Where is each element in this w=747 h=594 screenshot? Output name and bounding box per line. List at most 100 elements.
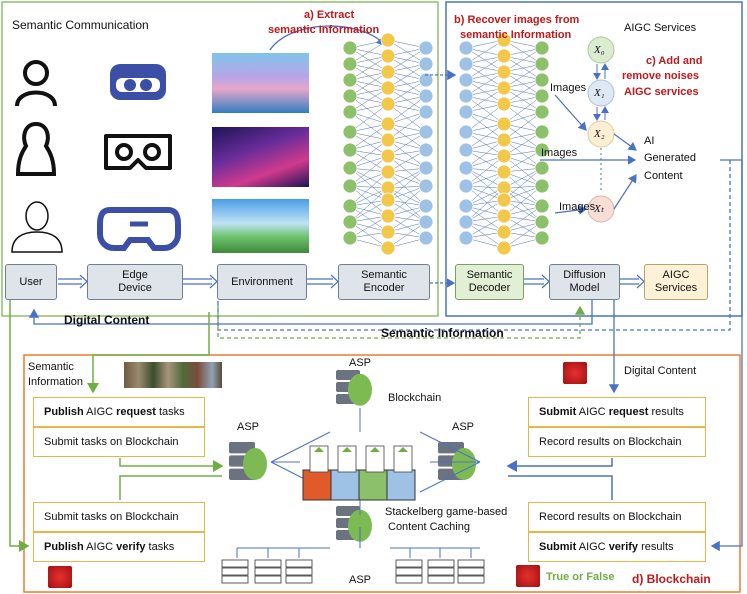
nn-edge (349, 103, 389, 133)
nn-neuron (342, 56, 358, 72)
nn-neuron (342, 124, 358, 140)
nn-edge (503, 47, 543, 73)
vr-headset-icon (110, 64, 166, 100)
user-icon (15, 60, 57, 107)
digital-content-right-label: Digital Content (624, 365, 697, 377)
nn-edge (503, 167, 543, 201)
mini-server-icon (285, 559, 313, 568)
recover-label-2: semantic Information (460, 29, 572, 41)
nn-neuron (342, 178, 358, 194)
nn-edge (465, 71, 505, 97)
nn-neuron (496, 32, 512, 48)
asp-label-bottom: ASP (349, 574, 372, 586)
mini-server-icon (427, 567, 455, 576)
extract-label-2: semantic Information (268, 24, 380, 36)
nn-edge (503, 205, 543, 233)
nn-neuron (458, 88, 474, 104)
nn-edge (349, 131, 389, 157)
nn-neuron (380, 208, 396, 224)
semantic-information-label: Semantic Information (381, 326, 504, 340)
nn-neuron (380, 96, 396, 112)
blockchain-label: Blockchain (388, 392, 442, 404)
nn-edge (465, 167, 505, 201)
nn-edge (465, 103, 505, 133)
nn-edge (503, 79, 543, 105)
mini-server-icon (427, 575, 455, 584)
nn-edge (387, 187, 427, 223)
recover-label-1: b) Recover images from (454, 14, 580, 26)
nn-neuron (458, 72, 474, 88)
mini-server-icon (395, 575, 423, 584)
mini-server-icon (254, 567, 282, 576)
nn-neuron (342, 214, 358, 230)
submit-tasks-1: Submit tasks on Blockchain (33, 427, 205, 457)
nn-neuron (496, 240, 512, 256)
images-label-1: Images (550, 82, 587, 94)
record-results-2: Record results on Blockchain (528, 502, 706, 532)
nn-edge (503, 187, 543, 223)
mini-server-icon (427, 559, 455, 568)
nn-neuron (534, 214, 550, 230)
stackelberg-label-2: Content Caching (388, 521, 470, 533)
nn-neuron (458, 198, 474, 214)
nn-neuron (380, 192, 396, 208)
extract-arrow (269, 25, 386, 51)
nn-edge (503, 63, 543, 89)
nn-edge (503, 95, 543, 125)
nn-neuron (496, 48, 512, 64)
x1-label: X₁ (594, 87, 605, 99)
nn-edge (503, 221, 543, 249)
nn-neuron (458, 230, 474, 246)
nn-edge (465, 55, 505, 81)
nn-neuron (458, 142, 474, 158)
nn-neuron (496, 96, 512, 112)
database-icon (348, 373, 372, 406)
record-results-1: Record results on Blockchain (528, 427, 706, 457)
digital-content-return (28, 300, 593, 325)
nn-edge (465, 111, 505, 141)
nn-edge (387, 111, 427, 141)
nn-neuron (496, 192, 512, 208)
nn-edge (387, 221, 427, 249)
nn-neuron (458, 160, 474, 176)
mini-server-icon (457, 567, 485, 576)
nn-neuron (496, 132, 512, 148)
nn-edge (349, 87, 389, 113)
block-blue-2 (386, 469, 416, 501)
noise-label-1: c) Add and (646, 55, 703, 67)
mini-server-icon (285, 575, 313, 584)
nn-edge (387, 63, 427, 89)
xt-label: Xₜ (594, 203, 604, 215)
nn-neuron (380, 32, 396, 48)
nn-edge (387, 79, 427, 105)
nn-neuron (380, 64, 396, 80)
nn-edge (465, 131, 505, 157)
publish-request-task: Publish AIGC request tasks (33, 397, 205, 427)
noise-label-2: remove noises (622, 70, 700, 82)
block-green (358, 469, 388, 501)
submit-request-results: Submit AIGC request results (528, 397, 706, 427)
semantic-information-left-2: Information (28, 376, 84, 388)
red-thumbnail-bottom (516, 565, 540, 587)
ai-output-3: Content (644, 170, 683, 182)
nn-neuron (458, 178, 474, 194)
nn-neuron (342, 142, 358, 158)
noise-label-3: AIGC services (624, 86, 699, 98)
mini-server-icon (221, 567, 249, 576)
nn-neuron (496, 164, 512, 180)
nn-edge (349, 167, 389, 201)
nn-edge (503, 171, 543, 207)
submit-verify-results: Submit AIGC verify results (528, 532, 706, 562)
nn-neuron (418, 104, 434, 120)
nn-neuron (496, 64, 512, 80)
mini-server-icon (254, 559, 282, 568)
nn-edge (387, 123, 427, 151)
semantic-information-left-1: Semantic (28, 361, 74, 373)
nn-neuron (418, 160, 434, 176)
mini-server-icon (285, 567, 313, 576)
